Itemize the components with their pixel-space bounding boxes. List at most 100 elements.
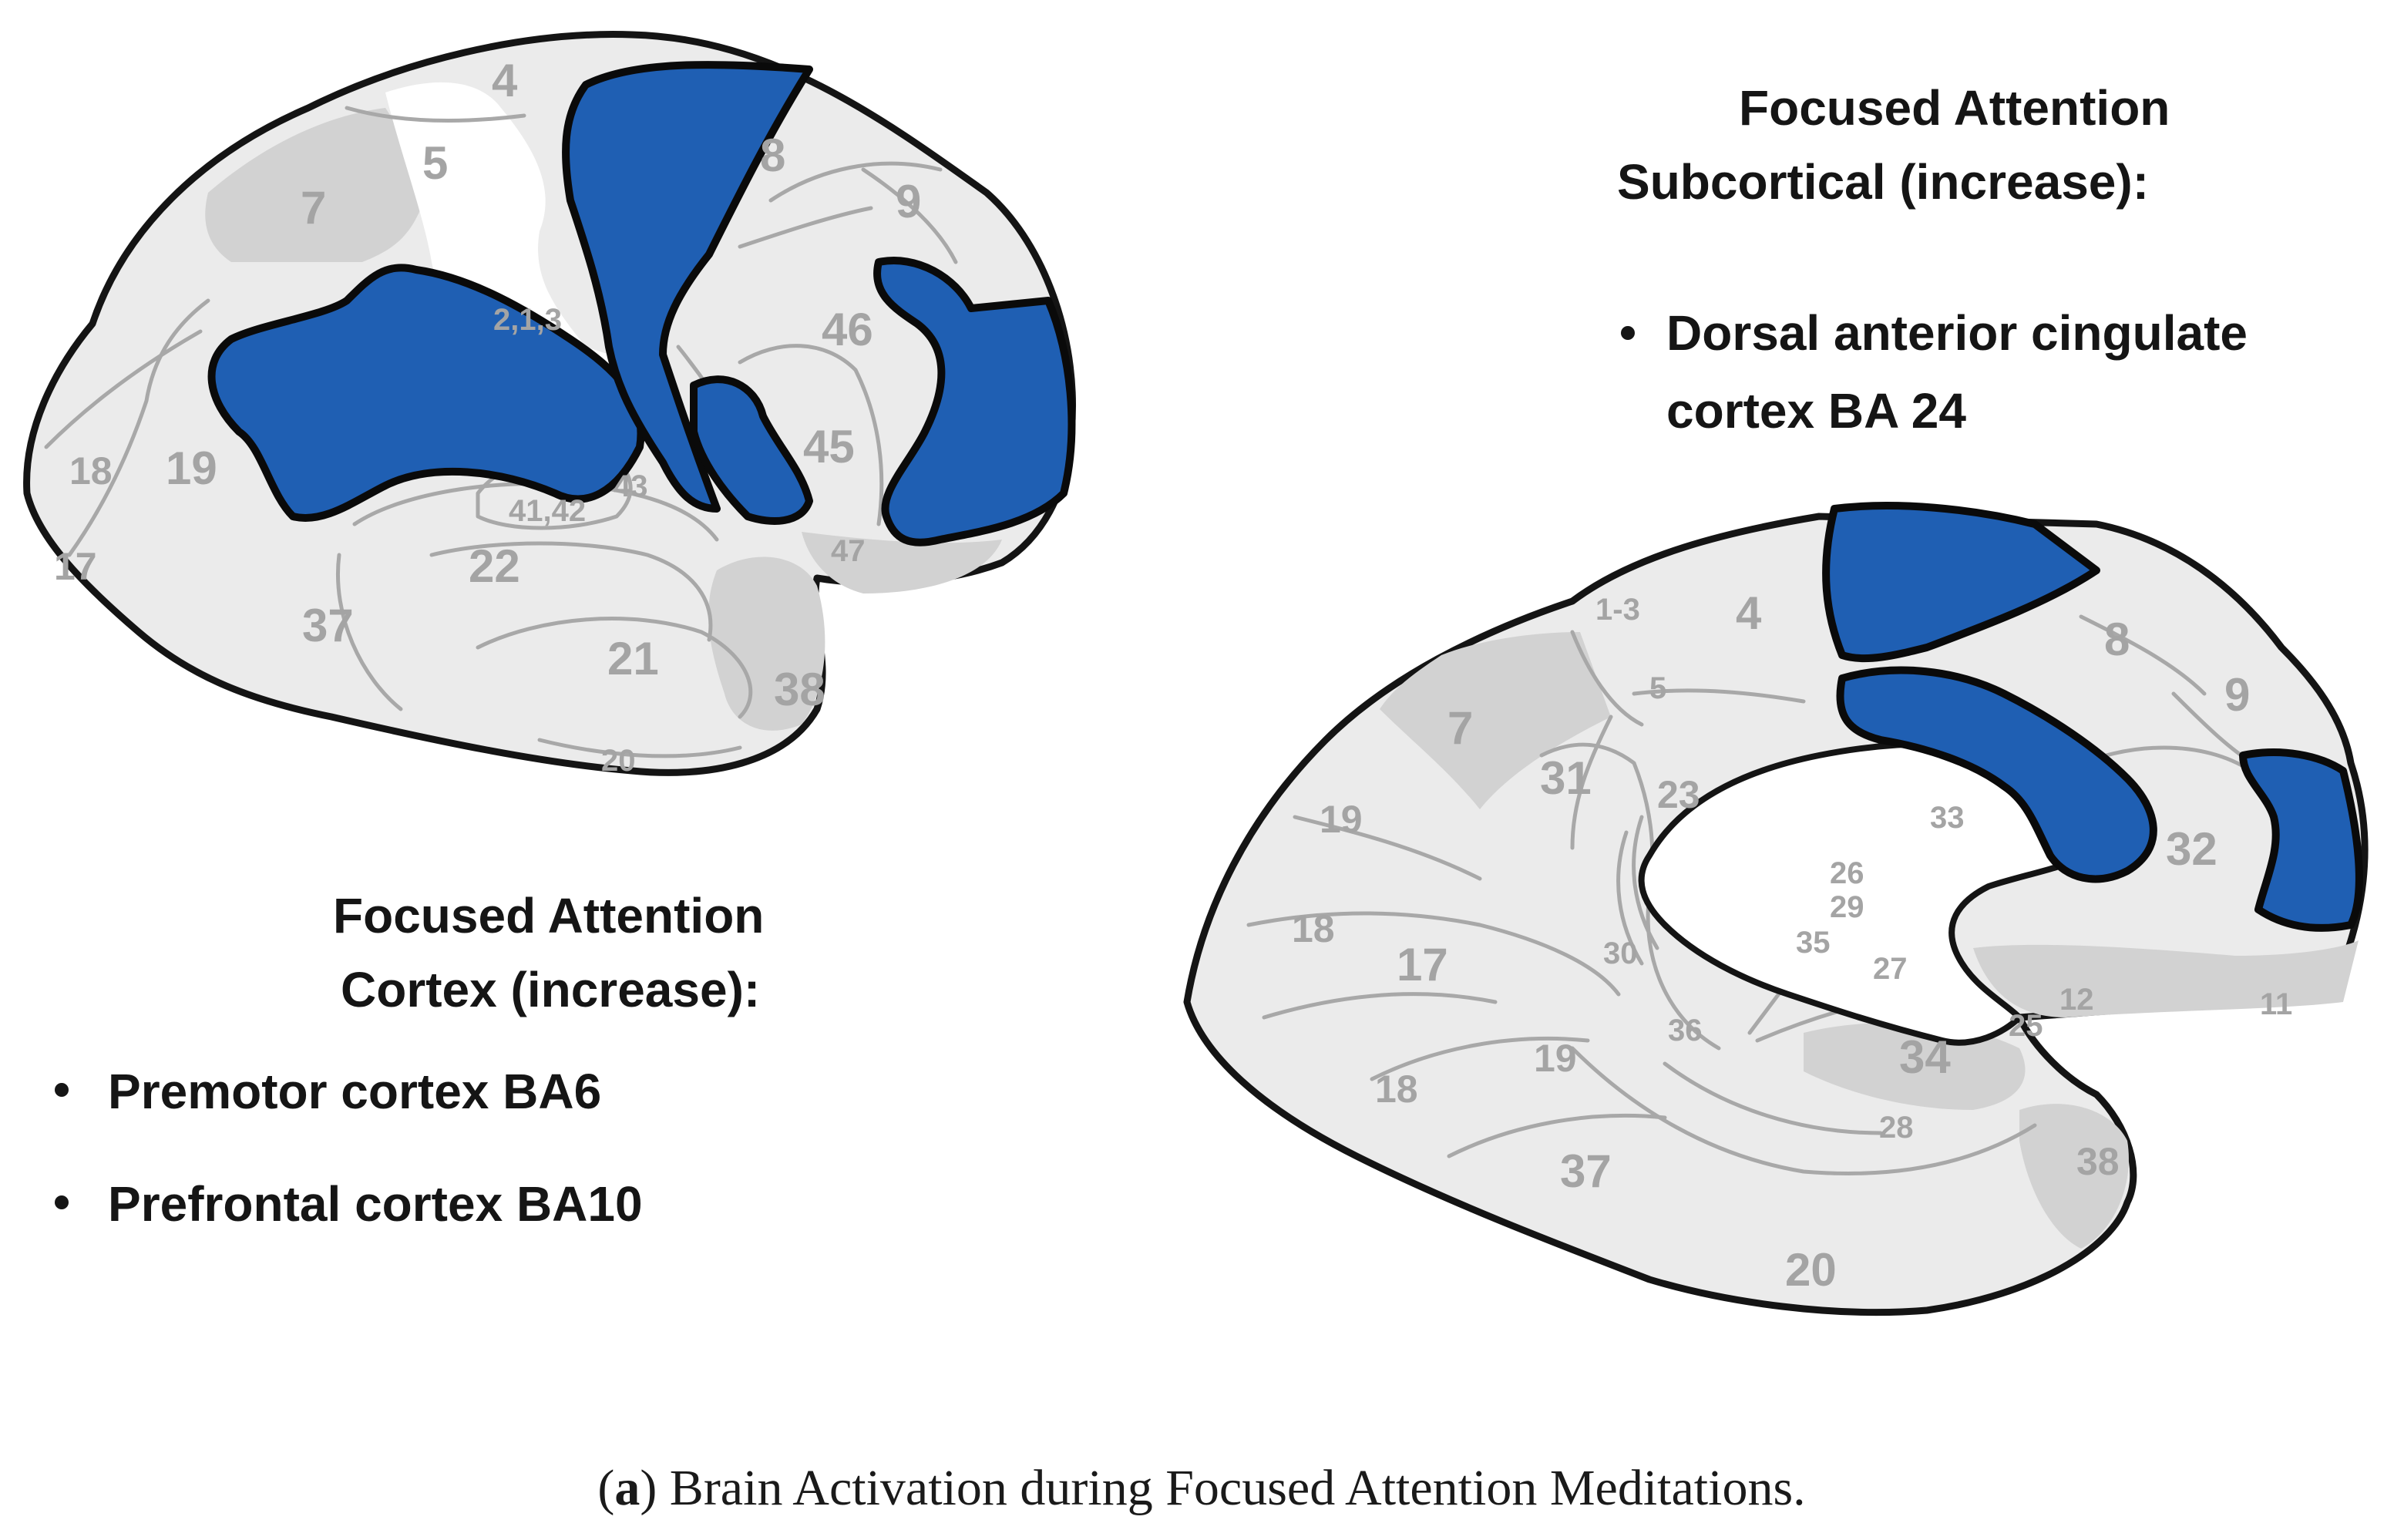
lateral-label-17: 17 (54, 545, 97, 588)
medial-label-12: 12 (2059, 983, 2094, 1017)
lateral-label-19: 19 (166, 442, 217, 494)
medial-sulcus-line (1663, 1061, 1883, 1135)
lateral-sulcus-line (67, 298, 210, 557)
caption-text: ) Brain Activation during Focused Attent… (640, 1460, 1805, 1516)
lateral-sulcus-line (537, 738, 742, 758)
lateral-label-38: 38 (774, 664, 825, 715)
lateral-activation-prefrontal-ba10 (873, 257, 1076, 546)
cortex-bullet-dot-1 (55, 1083, 69, 1097)
lateral-sulcus-line (861, 167, 958, 264)
lateral-activation-premotor-ba6 (562, 61, 813, 513)
subcortical-bullet-line1: Dorsal anterior cingulate (1666, 305, 2248, 361)
cortex-bullet-2: Prefrontal cortex BA10 (108, 1176, 643, 1232)
lateral-sulcus-line (768, 161, 943, 203)
medial-label-5: 5 (1649, 671, 1666, 705)
medial-label-1-3: 1-3 (1595, 593, 1640, 627)
medial-label-38: 38 (2076, 1140, 2120, 1183)
medial-label-19b: 19 (1534, 1037, 1577, 1080)
caption-panel-letter: a (614, 1460, 640, 1516)
lateral-label-5: 5 (422, 137, 448, 189)
medial-sulcus-line (1262, 992, 1498, 1020)
medial-sulcus-line (1616, 830, 1644, 966)
cortex-heading-line2: Cortex (increase): (341, 962, 760, 1017)
medial-label-8: 8 (2104, 614, 2130, 665)
lateral-brain-view: 4 5 7 8 9 2,1,3 46 45 47 18 19 17 41,42 … (23, 31, 1077, 778)
medial-label-19: 19 (1320, 798, 1363, 841)
medial-label-30: 30 (1603, 936, 1638, 970)
medial-label-28: 28 (1879, 1111, 1914, 1145)
lateral-sulcus-line (429, 541, 713, 642)
medial-label-25: 25 (2009, 1009, 2043, 1043)
lateral-label-43: 43 (614, 469, 648, 503)
lateral-sulcus-line (345, 106, 526, 123)
medial-sulcus-line (1539, 742, 1721, 1051)
lateral-region-7 (205, 108, 432, 262)
lateral-region-38 (708, 556, 825, 731)
medial-activation-prefrontal-ba10 (2239, 748, 2363, 932)
medial-label-32: 32 (2166, 823, 2217, 875)
medial-label-37: 37 (1560, 1145, 1612, 1197)
cortex-bullet-dot-2 (55, 1195, 69, 1209)
lateral-label-47: 47 (831, 534, 866, 568)
medial-activation-dacc-ba24 (1836, 666, 2157, 883)
lateral-sulcus-line (738, 344, 884, 526)
lateral-label-37: 37 (302, 600, 354, 651)
lateral-label-8: 8 (760, 129, 785, 181)
lateral-activation-parietal (207, 264, 645, 522)
lateral-label-7: 7 (301, 182, 326, 234)
medial-label-18: 18 (1292, 907, 1335, 950)
medial-brain-view: 1-3 4 5 7 8 9 31 23 33 32 19 18 17 26 29… (1183, 502, 2369, 1316)
medial-label-31: 31 (1540, 752, 1592, 804)
subcortical-heading-line2: Subcortical (increase): (1617, 154, 2149, 210)
medial-activation-premotor (1822, 502, 2100, 663)
medial-sulcus-line (1246, 911, 1621, 997)
medial-sulcus-line (1447, 1113, 1667, 1158)
medial-label-33: 33 (1930, 801, 1965, 835)
lateral-label-46: 46 (822, 304, 873, 355)
caption-open-paren: ( (597, 1460, 614, 1516)
medial-label-18b: 18 (1375, 1068, 1418, 1111)
medial-region-38 (2019, 1104, 2129, 1249)
medial-label-35: 35 (1796, 926, 1831, 960)
figure-caption: (a) Brain Activation during Focused Atte… (597, 1460, 1805, 1516)
lateral-region-47 (802, 532, 1002, 593)
cortex-text-box: Focused Attention Cortex (increase): Pre… (55, 888, 764, 1232)
medial-label-9: 9 (2224, 669, 2250, 721)
medial-region-12-11 (1973, 940, 2359, 1017)
medial-label-20: 20 (1785, 1244, 1837, 1296)
medial-label-29: 29 (1830, 890, 1864, 924)
medial-sulcus-line (1570, 630, 1644, 727)
cortex-heading-line1: Focused Attention (333, 888, 764, 943)
medial-label-34: 34 (1899, 1031, 1951, 1083)
medial-sulcus-line (1293, 815, 1482, 881)
medial-label-7: 7 (1447, 702, 1473, 754)
medial-label-4: 4 (1736, 587, 1762, 639)
lateral-label-4: 4 (492, 55, 518, 106)
lateral-label-20: 20 (601, 744, 636, 778)
medial-sulcus-line (1632, 815, 1659, 950)
medial-sulcus-line (1370, 1036, 1590, 1081)
medial-region-7 (1380, 632, 1611, 809)
medial-sulcus-line (1632, 688, 1806, 704)
lateral-label-2-1-3: 2,1,3 (493, 303, 562, 337)
lateral-activation-inferior-frontal (690, 375, 813, 525)
lateral-label-18: 18 (69, 449, 113, 493)
lateral-sulcus-line (476, 617, 753, 719)
lateral-sulcus-line (44, 329, 203, 449)
medial-label-11: 11 (2260, 987, 2292, 1021)
subcortical-text-box: Focused Attention Subcortical (increase)… (1617, 80, 2248, 439)
lateral-label-45: 45 (803, 421, 855, 472)
subcortical-bullet-dot (1621, 326, 1635, 340)
lateral-sulcus-line (738, 206, 873, 249)
medial-label-23: 23 (1657, 773, 1700, 816)
lateral-label-9: 9 (896, 176, 921, 227)
medial-label-36: 36 (1668, 1014, 1703, 1047)
subcortical-bullet-line2: cortex BA 24 (1666, 383, 1966, 439)
medial-label-17: 17 (1397, 939, 1448, 990)
medial-label-27: 27 (1873, 952, 1908, 986)
subcortical-heading-line1: Focused Attention (1739, 80, 2170, 136)
lateral-label-22: 22 (469, 540, 520, 592)
medial-label-26: 26 (1830, 856, 1864, 890)
medial-sulcus-line (2079, 614, 2207, 696)
